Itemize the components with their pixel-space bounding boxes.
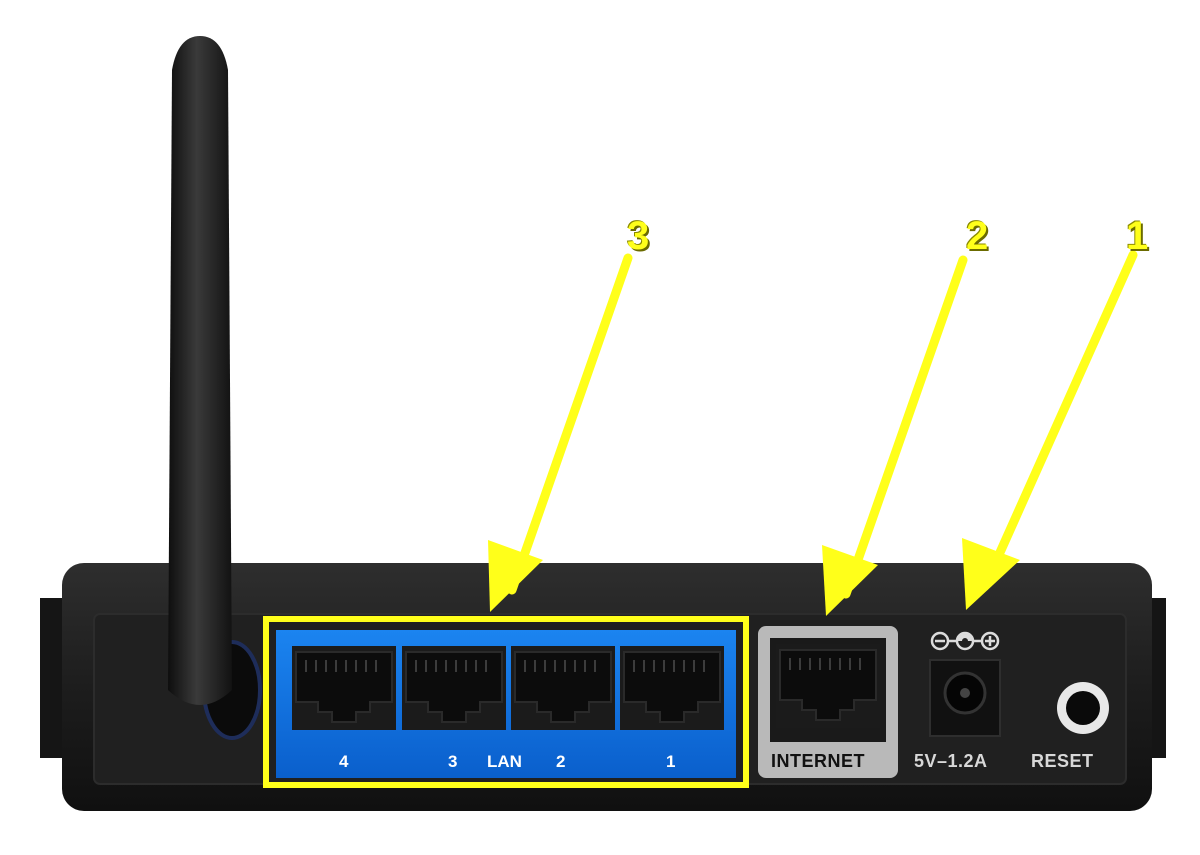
lan-port-4[interactable]	[291, 645, 397, 731]
callout-number-1: 1	[1126, 214, 1149, 258]
callout-arrow-1	[962, 250, 1138, 610]
power-rating-label: 5V–1.2A	[914, 751, 988, 771]
lan-port-panel	[263, 616, 749, 788]
lan-group-label: LAN	[487, 752, 522, 771]
lan-port-3[interactable]	[401, 645, 507, 731]
lan-port-3-label: 3	[448, 752, 458, 771]
callout-arrows	[488, 250, 1138, 616]
callout-arrow-2	[822, 255, 968, 616]
callout-arrow-3	[488, 253, 633, 612]
reset-button[interactable]	[1057, 682, 1109, 734]
callout-number-2: 2	[966, 214, 989, 258]
internet-port[interactable]	[758, 626, 898, 778]
antenna	[168, 36, 262, 740]
power-jack[interactable]	[929, 631, 1001, 737]
lan-port-1[interactable]	[619, 645, 725, 731]
reset-label: RESET	[1031, 751, 1094, 771]
power-polarity-text: ⊖–●–⊕	[930, 628, 933, 629]
lan-port-2[interactable]	[510, 645, 616, 731]
lan-port-2-label: 2	[556, 752, 566, 771]
lan-port-1-label: 1	[666, 752, 676, 771]
internet-label: INTERNET	[771, 751, 865, 771]
lan-port-4-label: 4	[339, 752, 349, 771]
polarity-symbol-icon	[930, 631, 1000, 651]
callout-number-3: 3	[627, 214, 650, 258]
